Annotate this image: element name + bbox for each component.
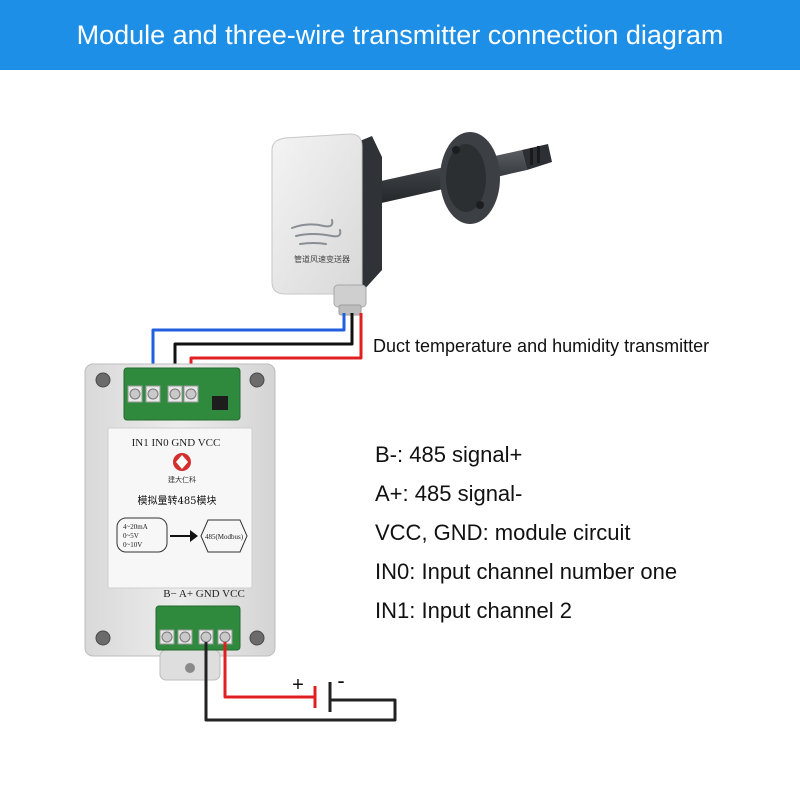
input-range-1: 4~20mA — [123, 523, 148, 531]
legend-key: A+ — [375, 481, 403, 506]
legend-desc: : Input channel number one — [409, 559, 678, 584]
top-terminal-labels: IN1 IN0 GND VCC — [132, 437, 221, 449]
input-range-3: 0~10V — [123, 541, 142, 549]
power-plus-label: + — [292, 674, 304, 696]
terminal-legend: B-: 485 signal+ A+: 485 signal- VCC, GND… — [375, 440, 795, 635]
legend-desc: : module circuit — [482, 520, 631, 545]
conversion-arrow-icon — [170, 530, 198, 542]
output-protocol: 485(Modbus) — [205, 533, 244, 541]
brand-logo-icon — [173, 453, 191, 471]
input-range-box — [116, 517, 168, 553]
legend-row: B-: 485 signal+ — [375, 440, 795, 479]
transmitter-label: Duct temperature and humidity transmitte… — [373, 336, 710, 356]
legend-key: B- — [375, 442, 397, 467]
power-black-wire — [204, 642, 397, 722]
mount-hole — [249, 630, 265, 646]
legend-key: IN1 — [375, 598, 410, 623]
title-banner: Module and three-wire transmitter connec… — [0, 0, 800, 70]
duct-transmitter: 管道风速变送器 — [271, 132, 552, 316]
module-title: 模拟量转485模块 — [137, 494, 216, 507]
cable-gland — [333, 284, 367, 308]
legend-key: IN0 — [375, 559, 410, 584]
bottom-screw-terminals — [159, 629, 233, 645]
power-minus-label: - — [337, 668, 344, 693]
top-screw-terminals — [127, 385, 228, 410]
legend-row: A+: 485 signal- — [375, 479, 795, 518]
legend-desc: : 485 signal+ — [397, 442, 523, 467]
bottom-terminal-labels: B− A+ GND VCC — [163, 588, 245, 600]
mount-hole — [95, 372, 111, 388]
brand-name: 建大仁科 — [168, 475, 196, 484]
transmitter-face-text: 管道风速变送器 — [294, 254, 350, 264]
legend-row: IN0: Input channel number one — [375, 557, 795, 596]
battery-symbol-icon — [313, 682, 332, 712]
power-red-wire — [223, 642, 315, 699]
blue-wire — [151, 313, 346, 388]
input-range-2: 0~5V — [123, 532, 139, 540]
legend-desc: : Input channel 2 — [409, 598, 572, 623]
legend-row: IN1: Input channel 2 — [375, 596, 795, 635]
housing-face — [271, 133, 363, 295]
diagram-title: Module and three-wire transmitter connec… — [76, 19, 724, 50]
mount-hole — [95, 630, 111, 646]
module-label-panel — [107, 427, 253, 589]
converter-module: IN1 IN0 GND VCC 建大仁科 模拟量转485模块 4~20mA 0~… — [84, 363, 276, 681]
mount-hole — [249, 372, 265, 388]
wind-logo-icon — [291, 219, 342, 245]
legend-row: VCC, GND: module circuit — [375, 518, 795, 557]
output-hexagon — [200, 519, 248, 553]
legend-key: VCC, GND — [375, 520, 483, 545]
legend-desc: : 485 signal- — [402, 481, 523, 506]
power-wiring — [204, 642, 397, 722]
